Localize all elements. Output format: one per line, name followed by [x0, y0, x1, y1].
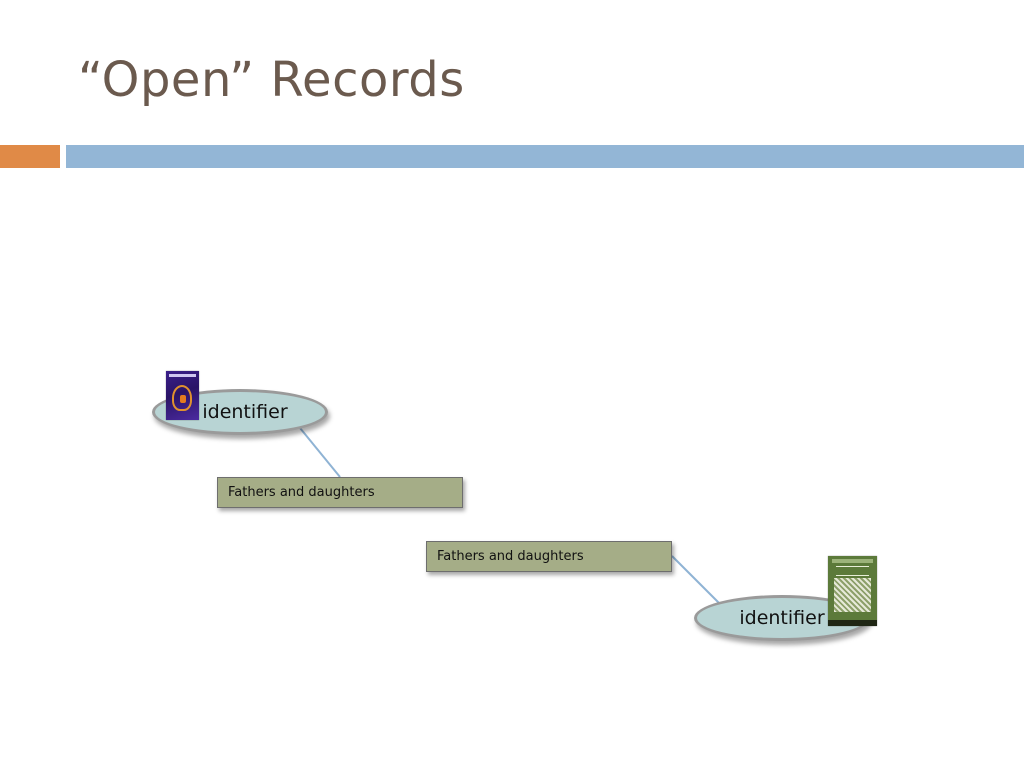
connector-identifier-1-to-box-1 [299, 427, 341, 478]
connector-box-2-to-identifier-2 [671, 555, 720, 604]
book-cover-thumbnail-2 [828, 556, 877, 626]
accent-bar [0, 145, 60, 168]
header-bar [66, 145, 1024, 168]
subject-box-1: Fathers and daughters [217, 477, 463, 508]
identifier-node-1-label: identifier [202, 401, 288, 423]
subject-box-1-label: Fathers and daughters [228, 485, 375, 500]
subject-box-2: Fathers and daughters [426, 541, 672, 572]
identifier-node-2-label: identifier [739, 607, 825, 629]
subject-box-2-label: Fathers and daughters [437, 549, 584, 564]
book-cover-thumbnail-1 [166, 371, 199, 420]
slide-title: “Open” Records [78, 52, 465, 108]
identifier-node-1: identifier [152, 389, 328, 435]
